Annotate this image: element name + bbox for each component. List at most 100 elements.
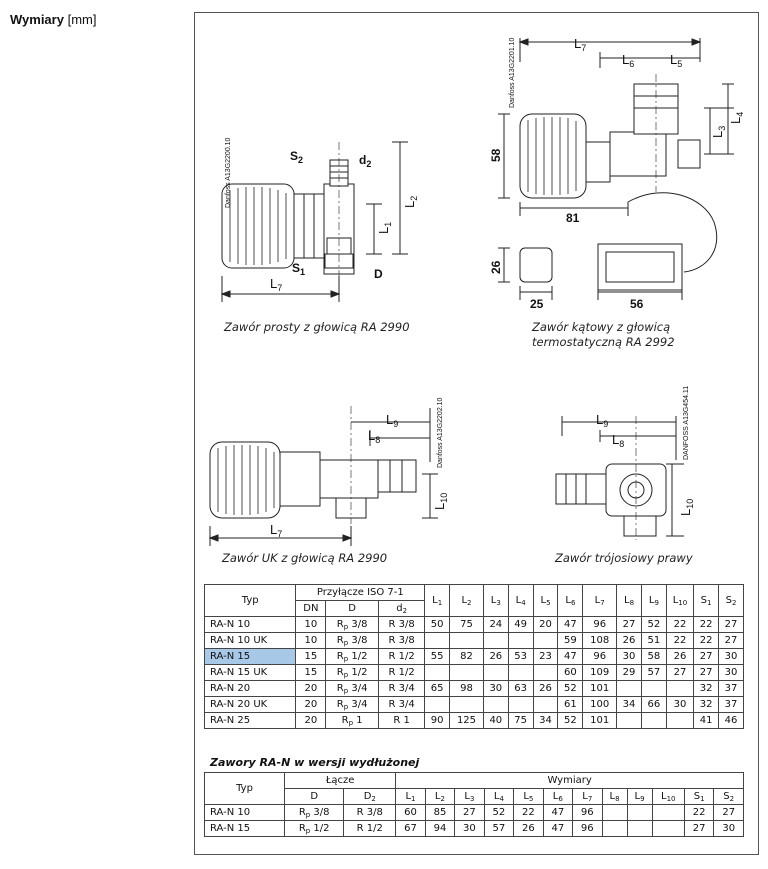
label-l2: L2 xyxy=(402,196,419,208)
label-58: 58 xyxy=(489,148,503,162)
header-col-l7: L7 xyxy=(582,584,618,617)
cell-value: 27 xyxy=(616,616,642,633)
ext-cell-d-subscript: p xyxy=(305,810,311,819)
ext-cell-typ: RA-N 15 xyxy=(203,820,286,837)
cell-value: 30 xyxy=(616,648,642,665)
header-d2-subscript: 2 xyxy=(402,606,408,615)
header-typ: Typ xyxy=(203,584,297,617)
ext-header-col-l7-subscript: 7 xyxy=(587,794,593,803)
header-col-l10: L10 xyxy=(665,584,695,617)
label-26: 26 xyxy=(489,260,503,274)
cell-value: 66 xyxy=(640,696,667,713)
cell-d-subscript: p xyxy=(343,654,349,663)
cell-value: 101 xyxy=(582,712,618,729)
cell-value xyxy=(449,632,484,649)
header-col-l7-subscript: 7 xyxy=(600,598,605,607)
cell-d2: R 3/8 xyxy=(378,616,426,633)
cell-value: 49 xyxy=(507,616,534,633)
cell-value: 29 xyxy=(616,664,642,681)
label-l7-c: L7 xyxy=(270,522,282,539)
ext-cell-value: 22 xyxy=(513,804,544,821)
label-d: D xyxy=(374,267,383,281)
ext-cell-value: 27 xyxy=(683,820,715,837)
heading-unit: [mm] xyxy=(67,12,97,27)
label-l9-b: L9 xyxy=(596,412,608,429)
ext-cell-value xyxy=(651,804,685,821)
uk-valve-drawing: Danfoss A13G2202.10 L9 L8 L10 L7 xyxy=(208,397,449,546)
cell-d2: R 1/2 xyxy=(378,664,426,681)
cell-value xyxy=(532,696,559,713)
cell-value: 47 xyxy=(557,648,584,665)
label-25: 25 xyxy=(530,297,544,311)
cell-value xyxy=(640,712,667,729)
cell-value: 27 xyxy=(718,632,744,649)
label-d2: d2 xyxy=(359,153,371,169)
ext-header-col-l4-subscript: 4 xyxy=(499,794,504,803)
ext-cell-value: 67 xyxy=(395,820,426,837)
label-l3: L3 xyxy=(710,126,727,138)
cell-value: 23 xyxy=(532,648,559,665)
ext-header-col-l5: L5 xyxy=(513,788,544,805)
cell-value: 75 xyxy=(449,616,484,633)
cell-dn: 15 xyxy=(295,648,327,665)
header-col-l4: L4 xyxy=(507,584,534,617)
cell-value: 27 xyxy=(693,664,719,681)
label-81: 81 xyxy=(566,211,580,225)
label-l4: L4 xyxy=(728,112,745,124)
cell-value: 30 xyxy=(665,696,695,713)
ext-cell-value xyxy=(626,804,653,821)
cell-d-subscript: p xyxy=(343,702,349,711)
cell-value: 22 xyxy=(665,616,695,633)
cell-dn: 10 xyxy=(295,616,327,633)
ext-header-dimensions: Wymiary xyxy=(395,772,744,789)
cell-value xyxy=(482,632,509,649)
cell-d: Rp 3/8 xyxy=(325,632,380,649)
cell-d2: R 1/2 xyxy=(378,648,426,665)
header-col-l8: L8 xyxy=(616,584,642,617)
ext-header-col-l4: L4 xyxy=(483,788,515,805)
cell-typ: RA-N 15 UK xyxy=(203,664,297,681)
header-col-s1: S1 xyxy=(693,584,719,617)
three-axis-valve-code: DANFOSS A13G454.11 xyxy=(683,386,690,460)
cell-d2: R 3/4 xyxy=(378,696,426,713)
cell-value: 75 xyxy=(507,712,534,729)
cell-value: 100 xyxy=(582,696,618,713)
ext-cell-d-subscript: p xyxy=(305,826,311,835)
label-l9-a: L9 xyxy=(386,412,398,429)
heading-bold: Wymiary xyxy=(10,12,64,27)
cell-value: 34 xyxy=(532,712,559,729)
cell-value: 22 xyxy=(665,632,695,649)
cell-dn: 20 xyxy=(295,696,327,713)
cell-dn: 20 xyxy=(295,680,327,697)
label-l10-a: L10 xyxy=(432,493,449,510)
cell-value: 82 xyxy=(449,648,484,665)
ext-cell-value: 27 xyxy=(454,804,485,821)
cell-value: 52 xyxy=(557,712,584,729)
header-connection: Przyłącze ISO 7-1 xyxy=(295,584,426,601)
cell-d-subscript: p xyxy=(343,622,349,631)
ext-header-col-l10-subscript: 10 xyxy=(666,794,676,803)
ext-header-col-l6: L6 xyxy=(542,788,574,805)
cell-value: 27 xyxy=(665,664,695,681)
cell-d: Rp 1/2 xyxy=(325,648,380,665)
section-heading: Wymiary [mm] xyxy=(10,12,96,27)
cell-d: Rp 3/4 xyxy=(325,680,380,697)
cell-value: 34 xyxy=(616,696,642,713)
header-col-l9-subscript: 9 xyxy=(654,598,659,607)
cell-value xyxy=(449,696,484,713)
cell-value: 65 xyxy=(424,680,451,697)
header-col-l1: L1 xyxy=(424,584,451,617)
cell-typ: RA-N 20 UK xyxy=(203,696,297,713)
label-56: 56 xyxy=(630,297,644,311)
cell-d2: R 3/4 xyxy=(378,680,426,697)
ext-header-col-s2-subscript: 2 xyxy=(729,794,735,803)
cell-value: 108 xyxy=(582,632,618,649)
